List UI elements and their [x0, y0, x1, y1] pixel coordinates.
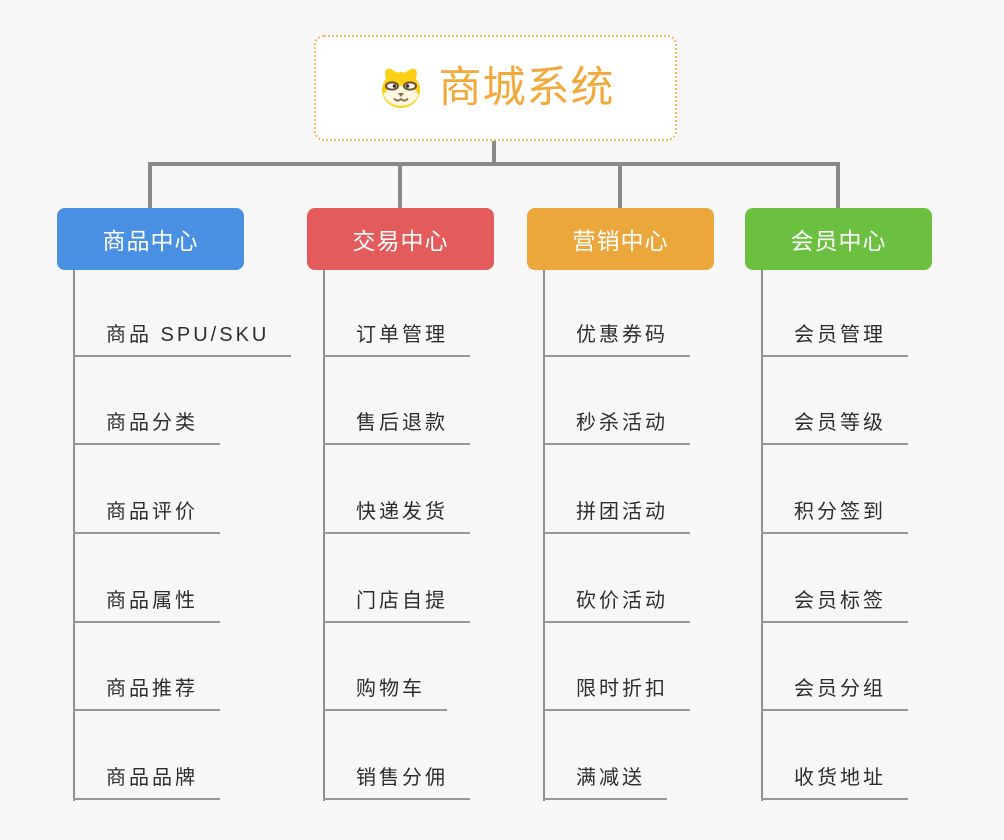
- leaf-node[interactable]: 门店自提: [323, 588, 470, 623]
- leaf-node[interactable]: 秒杀活动: [543, 410, 690, 445]
- branch-children-member-center: 会员管理 会员等级 积分签到 会员标签 会员分组 收货地址: [761, 270, 1004, 802]
- leaf-node[interactable]: 商品评价: [73, 499, 220, 534]
- leaf-node[interactable]: 收货地址: [761, 765, 908, 800]
- branch-label: 营销中心: [572, 228, 669, 254]
- leaf-node[interactable]: 商品属性: [73, 588, 220, 623]
- branch-children-product-center: 商品 SPU/SKU 商品分类 商品评价 商品属性 商品推荐 商品品牌: [73, 270, 323, 802]
- branch-node-trade-center[interactable]: 交易中心: [307, 208, 494, 270]
- branch-label: 交易中心: [352, 228, 449, 254]
- branch-node-marketing-center[interactable]: 营销中心: [527, 208, 714, 270]
- leaf-node[interactable]: 商品 SPU/SKU: [73, 322, 292, 357]
- dog-face-icon: [381, 68, 420, 108]
- connector-root-stub: [492, 140, 496, 166]
- leaf-node[interactable]: 会员等级: [761, 410, 908, 445]
- branch-label: 会员中心: [790, 228, 887, 254]
- leaf-node[interactable]: 商品分类: [73, 410, 220, 445]
- connector-branch-stub: [618, 162, 622, 210]
- leaf-node[interactable]: 会员标签: [761, 588, 908, 623]
- root-node[interactable]: 商城系统: [314, 35, 677, 141]
- branch-children-trade-center: 订单管理 售后退款 快递发货 门店自提 购物车 销售分佣: [323, 270, 573, 802]
- branch-vertical-line: [543, 270, 545, 801]
- branch-vertical-line: [323, 270, 325, 801]
- leaf-node[interactable]: 销售分佣: [323, 765, 470, 800]
- leaf-node[interactable]: 会员分组: [761, 676, 908, 711]
- leaf-node[interactable]: 商品品牌: [73, 765, 220, 800]
- leaf-node[interactable]: 拼团活动: [543, 499, 690, 534]
- leaf-node[interactable]: 购物车: [323, 676, 447, 711]
- connector-branch-stub: [398, 162, 402, 210]
- leaf-node[interactable]: 商品推荐: [73, 676, 220, 711]
- connector-branch-stub: [836, 162, 840, 210]
- leaf-node[interactable]: 会员管理: [761, 322, 908, 357]
- leaf-node[interactable]: 订单管理: [323, 322, 470, 357]
- leaf-node[interactable]: 满减送: [543, 765, 667, 800]
- branch-label: 商品中心: [102, 228, 199, 254]
- root-title: 商城系统: [438, 63, 615, 112]
- connector-horizontal-rail: [148, 162, 840, 166]
- leaf-node[interactable]: 优惠券码: [543, 322, 690, 357]
- branch-node-product-center[interactable]: 商品中心: [57, 208, 244, 270]
- leaf-node[interactable]: 砍价活动: [543, 588, 690, 623]
- leaf-node[interactable]: 售后退款: [323, 410, 470, 445]
- connector-branch-stub: [148, 162, 152, 210]
- leaf-node[interactable]: 积分签到: [761, 499, 908, 534]
- branch-node-member-center[interactable]: 会员中心: [745, 208, 932, 270]
- leaf-node[interactable]: 快递发货: [323, 499, 470, 534]
- branch-children-marketing-center: 优惠券码 秒杀活动 拼团活动 砍价活动 限时折扣 满减送: [543, 270, 793, 802]
- branch-vertical-line: [73, 270, 75, 801]
- branch-vertical-line: [761, 270, 763, 801]
- leaf-node[interactable]: 限时折扣: [543, 676, 690, 711]
